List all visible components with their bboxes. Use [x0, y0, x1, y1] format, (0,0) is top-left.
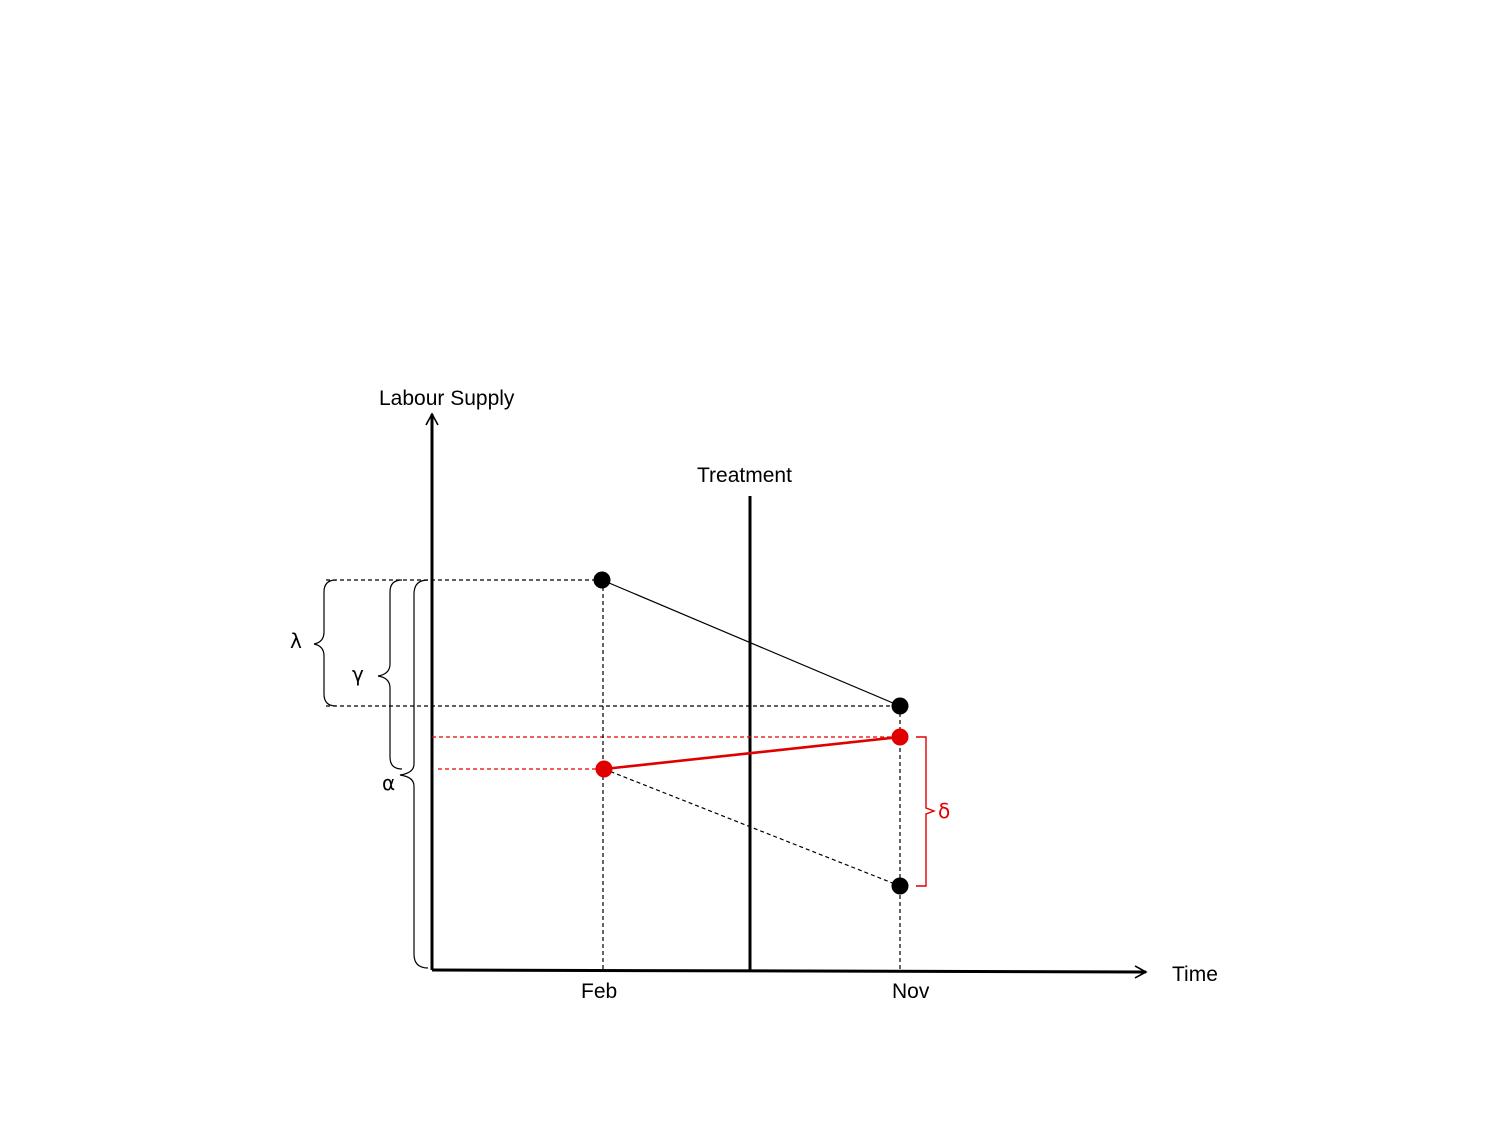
y-axis-label: Labour Supply — [379, 387, 515, 410]
gamma-bracket — [377, 579, 403, 770]
tick-label-nov: Nov — [892, 980, 930, 1003]
counterfactual-trend-line — [603, 768, 901, 887]
point-control-nov — [891, 697, 909, 715]
treated-trend-line — [603, 735, 901, 771]
treatment-label: Treatment — [697, 464, 792, 487]
alpha-bracket — [399, 579, 429, 969]
point-treated-nov — [891, 728, 909, 746]
lambda-symbol: λ — [290, 629, 302, 653]
point-counterfactual-nov — [891, 877, 909, 895]
control-trend-line — [601, 579, 901, 707]
delta-symbol: δ — [938, 799, 950, 823]
lambda-bracket — [313, 579, 337, 707]
x-axis — [431, 965, 1148, 979]
gamma-symbol: γ — [352, 662, 364, 686]
point-treated-feb — [595, 760, 613, 778]
tick-label-feb: Feb — [581, 980, 617, 1003]
delta-bracket — [916, 736, 936, 887]
point-control-feb — [593, 571, 611, 589]
alpha-symbol: α — [382, 771, 395, 795]
x-axis-label: Time — [1172, 963, 1218, 986]
